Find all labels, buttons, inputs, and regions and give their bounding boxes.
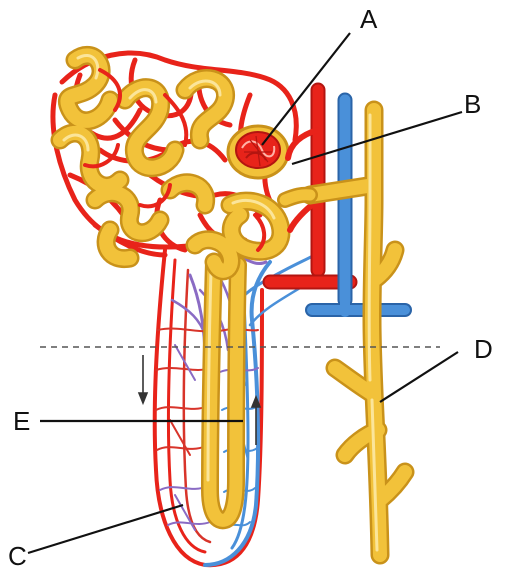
label-a: A [360, 4, 378, 34]
leader-line-c [28, 505, 183, 553]
leader-line-d [380, 352, 458, 402]
label-c: C [8, 541, 27, 571]
label-e: E [13, 406, 30, 436]
glomerulus [228, 126, 288, 178]
leader-line-a [262, 33, 350, 145]
loop-of-henle [208, 262, 238, 520]
label-b: B [464, 89, 481, 119]
label-d: D [474, 334, 493, 364]
